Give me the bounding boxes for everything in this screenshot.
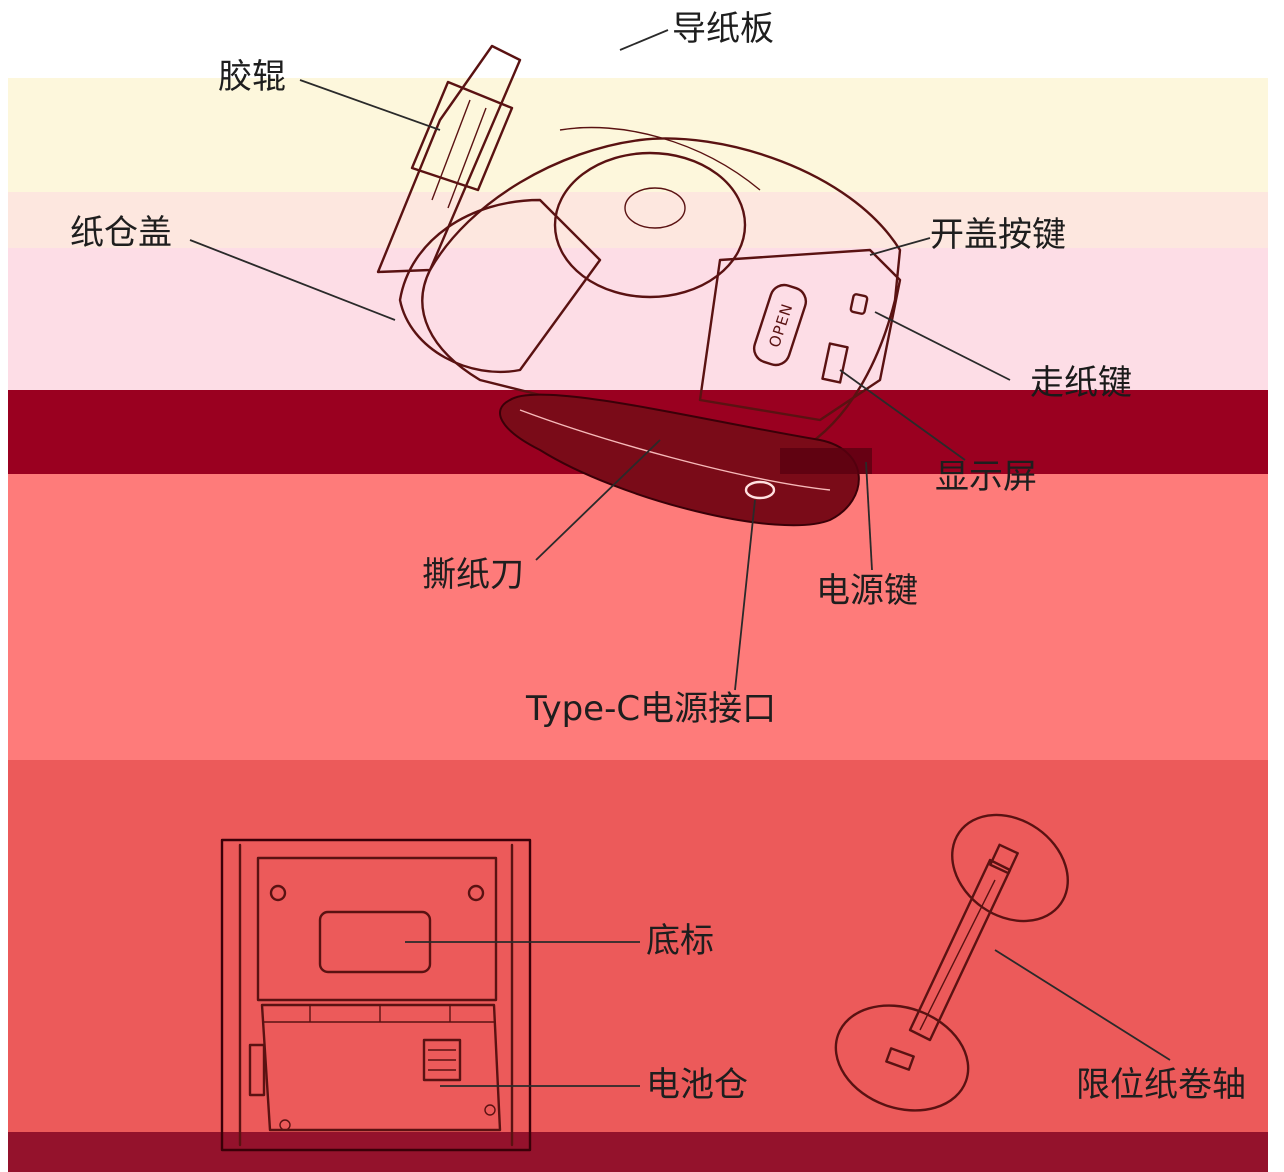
band-bottom: [8, 1132, 1268, 1172]
front-panel: [698, 248, 902, 422]
printer-underside: [220, 838, 532, 1152]
paper-cover-shape: [398, 198, 602, 374]
feed-button-shape: [849, 293, 869, 315]
label-paper-cover: 纸仓盖: [70, 213, 172, 253]
band-cream: [8, 78, 1268, 192]
power-button-shape: [780, 448, 872, 474]
label-paper-roll-shaft: 限位纸卷轴: [1076, 1065, 1246, 1105]
band-coral: [8, 760, 1268, 1132]
band-pink: [8, 248, 1268, 390]
rubber-roller-shape: [410, 80, 514, 192]
printer-body: [421, 137, 902, 452]
leader-lines-bottom: [405, 941, 1171, 1087]
label-open-cover-button: 开盖按键: [930, 215, 1066, 255]
open-button-shape: OPEN: [752, 283, 808, 367]
label-tear-blade: 撕纸刀: [422, 555, 524, 595]
label-feed-button: 走纸键: [1030, 363, 1132, 403]
screen-shape: [821, 342, 849, 384]
label-paper-guide: 导纸板: [672, 9, 774, 49]
label-typec-port: Type-C电源接口: [526, 689, 777, 729]
printer-illustration: OPEN: [376, 44, 902, 527]
paper-guide-plate: [376, 44, 522, 274]
label-battery-compartment: 电池仓: [646, 1065, 748, 1105]
leader-lines-top: [189, 29, 1011, 691]
paper-roll: [553, 151, 747, 299]
band-peach: [8, 192, 1268, 248]
label-bottom-label: 底标: [646, 921, 714, 961]
band-salmon: [8, 474, 1268, 760]
label-display-screen: 显示屏: [935, 457, 1037, 497]
paper-roll-shaft-drawing: [834, 813, 1069, 1112]
typec-port-shape: [744, 480, 776, 500]
battery-compartment-shape: [260, 1003, 502, 1132]
open-button-text: OPEN: [765, 301, 796, 350]
label-rubber-roller: 胶辊: [218, 57, 286, 97]
label-power-button: 电源键: [816, 571, 918, 611]
